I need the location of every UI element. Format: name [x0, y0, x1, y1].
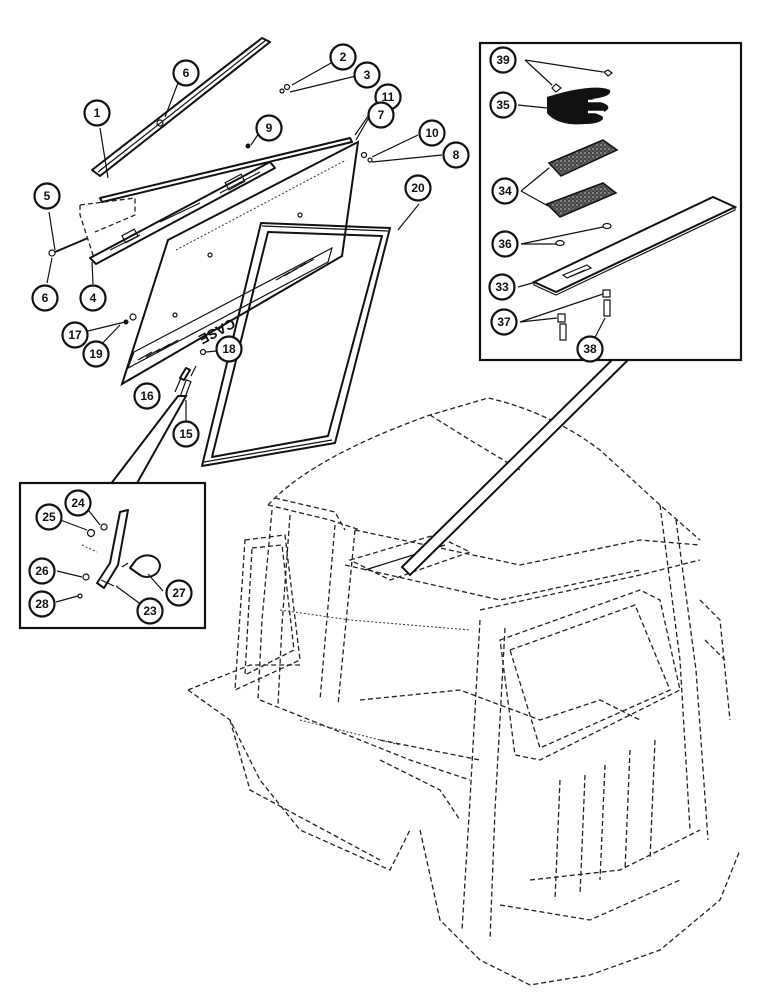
callout-6-bottom: 6 — [31, 284, 59, 312]
latch-parts — [179, 348, 207, 400]
callout-label: 3 — [364, 68, 371, 82]
callout-label: 20 — [411, 181, 425, 195]
callout-25: 25 — [35, 503, 63, 531]
callout-label: 39 — [496, 53, 510, 67]
callout-label: 23 — [143, 604, 157, 618]
callout-label: 18 — [222, 342, 236, 356]
callout-17: 17 — [61, 321, 89, 349]
callout-label: 11 — [382, 90, 395, 104]
callout-label: 36 — [498, 237, 512, 251]
callout-label: 37 — [497, 315, 511, 329]
callout-10: 10 — [418, 119, 446, 147]
callout-label: 19 — [89, 347, 103, 361]
callout-label: 15 — [179, 427, 193, 441]
callout-27: 27 — [165, 579, 193, 607]
callout-label: 7 — [378, 108, 385, 122]
callout-label: 6 — [183, 66, 190, 80]
inset-leader-roof — [400, 359, 631, 577]
callout-4: 4 — [79, 284, 107, 312]
callout-16: 16 — [133, 382, 161, 410]
callout-24: 24 — [64, 489, 92, 517]
callout-label: 27 — [172, 586, 186, 600]
callout-33: 33 — [488, 273, 516, 301]
callout-label: 28 — [35, 597, 49, 611]
callout-label: 34 — [498, 184, 512, 198]
callout-7: 7 — [367, 101, 395, 129]
callout-label: 9 — [266, 121, 273, 135]
callout-label: 33 — [495, 280, 509, 294]
callout-38: 38 — [576, 335, 604, 363]
callout-label: 10 — [425, 126, 439, 140]
callout-15: 15 — [172, 420, 200, 448]
window-seal-frame — [201, 222, 391, 467]
callout-20: 20 — [404, 174, 432, 202]
callout-1: 1 — [83, 99, 111, 127]
callout-9: 9 — [255, 114, 283, 142]
callout-34: 34 — [491, 177, 519, 205]
callout-8: 8 — [442, 141, 470, 169]
callout-label: 38 — [583, 342, 597, 356]
callout-label: 5 — [44, 189, 51, 203]
callout-label: 25 — [42, 510, 56, 524]
callout-37: 37 — [490, 308, 518, 336]
callout-5: 5 — [33, 182, 61, 210]
callout-39: 39 — [489, 46, 517, 74]
callout-label: 17 — [68, 328, 82, 342]
callout-18: 18 — [215, 335, 243, 363]
callout-label: 35 — [496, 98, 510, 112]
callout-6-top: 6 — [172, 59, 200, 87]
callout-2: 2 — [329, 43, 357, 71]
callout-label: 2 — [340, 50, 347, 64]
callout-label: 26 — [35, 564, 49, 578]
callout-28: 28 — [28, 590, 56, 618]
glass-panel: CASE — [120, 140, 360, 387]
callout-label: 1 — [94, 106, 101, 120]
callout-19: 19 — [82, 340, 110, 368]
hinge-assembly — [48, 37, 373, 265]
callout-label: 16 — [140, 389, 154, 403]
roof-panel-inset — [478, 41, 743, 362]
callout-label: 24 — [71, 496, 85, 510]
callout-label: 8 — [453, 148, 460, 162]
callout-35: 35 — [489, 91, 517, 119]
cab-body — [187, 397, 741, 986]
callout-label: 4 — [90, 291, 97, 305]
callout-3: 3 — [353, 61, 381, 89]
callout-label: 6 — [42, 291, 49, 305]
callout-23: 23 — [136, 597, 164, 625]
callout-26: 26 — [28, 557, 56, 585]
callout-36: 36 — [491, 230, 519, 258]
